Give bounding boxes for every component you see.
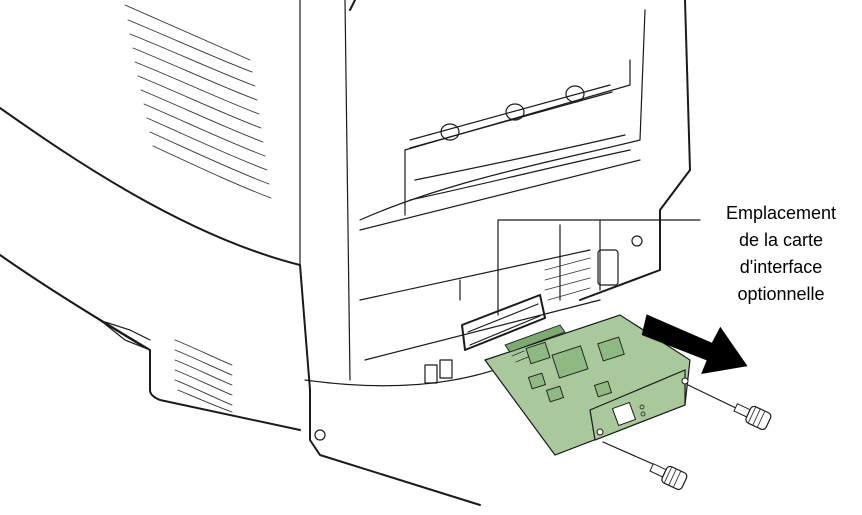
network-card (484, 314, 691, 456)
parallel-port (424, 364, 438, 384)
slot-callout-label: Emplacement de la carte d'interface opti… (706, 200, 856, 308)
printer-body (0, 0, 581, 506)
vent-slats-bottom (174, 339, 233, 413)
thumb-screw-icon (733, 403, 772, 431)
insert-arrow (641, 314, 748, 374)
callout-line-4: optionnelle (737, 284, 825, 304)
interface-slot (461, 219, 701, 351)
power-inlet (597, 249, 619, 286)
thumb-screws (602, 384, 772, 491)
thumb-screw-icon (649, 463, 688, 491)
callout-line-1: Emplacement (725, 203, 837, 223)
ethernet-port-icon (611, 401, 637, 427)
vent-slats-top (124, 4, 272, 199)
callout-line-3: d'interface (739, 257, 823, 277)
callout-line-2: de la carte (738, 230, 824, 250)
rear-panel (314, 0, 691, 441)
panel-screw-icon (631, 235, 643, 247)
